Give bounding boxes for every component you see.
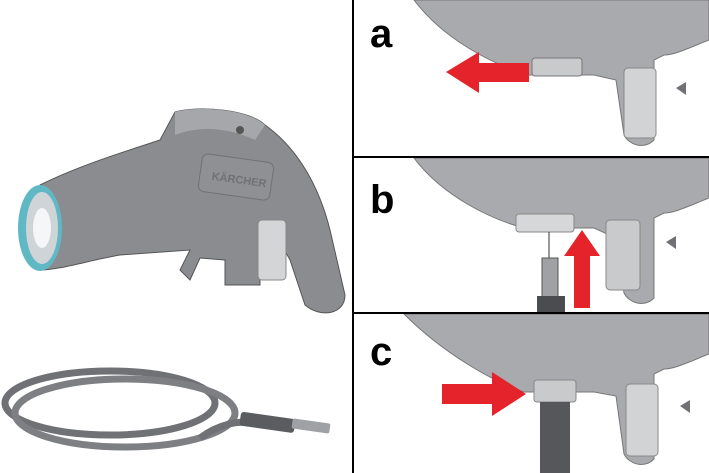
step-label: a (370, 12, 393, 56)
step-b-panel: b (354, 158, 709, 312)
step-a-panel: a (354, 0, 709, 156)
arrow-right-icon (442, 372, 526, 416)
step-b-illustration (413, 158, 709, 312)
arrow-left-icon (446, 52, 529, 93)
step-c-panel: c (354, 314, 709, 473)
hose-illustration (1, 367, 331, 451)
step-c-illustration (403, 314, 709, 473)
divider (352, 156, 709, 158)
divider (352, 312, 709, 314)
product-overview: KÄRCHER (0, 0, 352, 473)
spray-gun-illustration: KÄRCHER (18, 108, 346, 314)
step-label: b (370, 178, 395, 222)
step-a-illustration (413, 0, 709, 146)
step-label: c (370, 330, 393, 374)
divider (352, 0, 354, 473)
arrow-up-icon (564, 230, 600, 308)
